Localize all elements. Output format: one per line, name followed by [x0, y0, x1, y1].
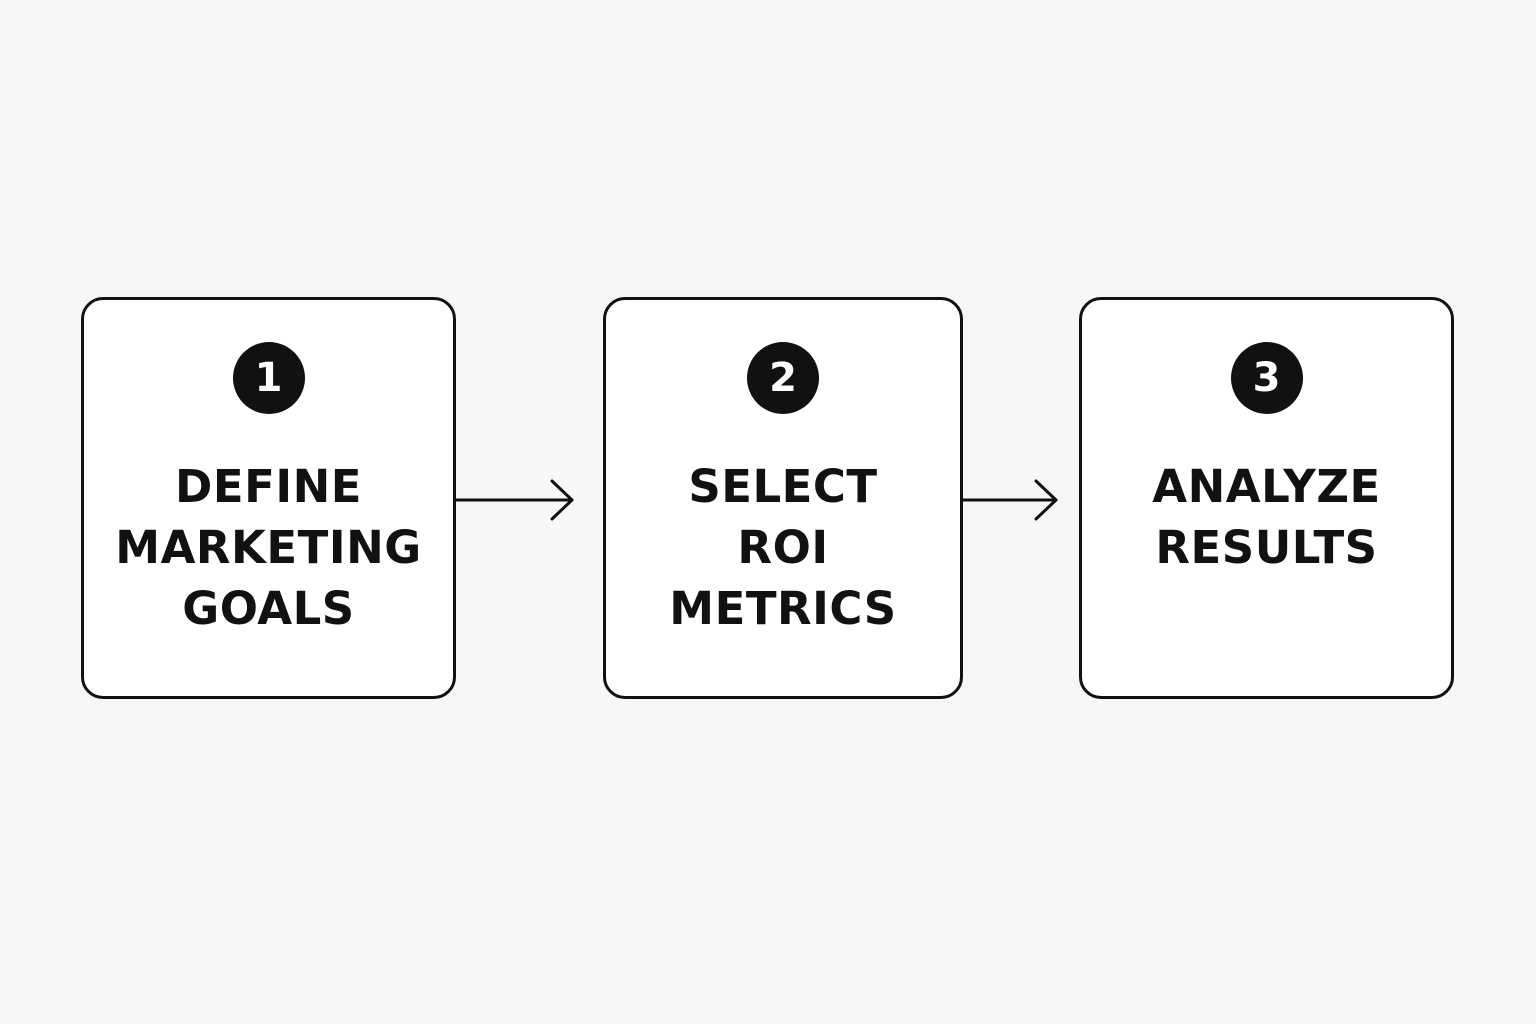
- arrow-right-icon: [454, 479, 574, 521]
- step-label-line: RESULTS: [1155, 521, 1378, 574]
- step-label: SELECT ROI METRICS: [606, 456, 960, 639]
- step-label-line: METRICS: [669, 582, 897, 635]
- step-label-line: ANALYZE: [1152, 460, 1381, 513]
- step-box-select-metrics: 2 SELECT ROI METRICS: [603, 297, 963, 699]
- step-label: ANALYZE RESULTS: [1082, 456, 1451, 578]
- step-number-badge: 2: [747, 342, 819, 414]
- step-label-line: MARKETING: [115, 521, 422, 574]
- step-label-line: ROI: [737, 521, 829, 574]
- step-box-define-goals: 1 DEFINE MARKETING GOALS: [81, 297, 456, 699]
- step-label-line: GOALS: [182, 582, 355, 635]
- step-number-badge: 3: [1230, 342, 1303, 414]
- step-label: DEFINE MARKETING GOALS: [84, 456, 453, 639]
- step-label-line: DEFINE: [175, 460, 362, 513]
- step-number-badge: 1: [232, 342, 305, 414]
- step-box-analyze-results: 3 ANALYZE RESULTS: [1079, 297, 1454, 699]
- step-label-line: SELECT: [688, 460, 878, 513]
- arrow-right-icon: [961, 479, 1058, 521]
